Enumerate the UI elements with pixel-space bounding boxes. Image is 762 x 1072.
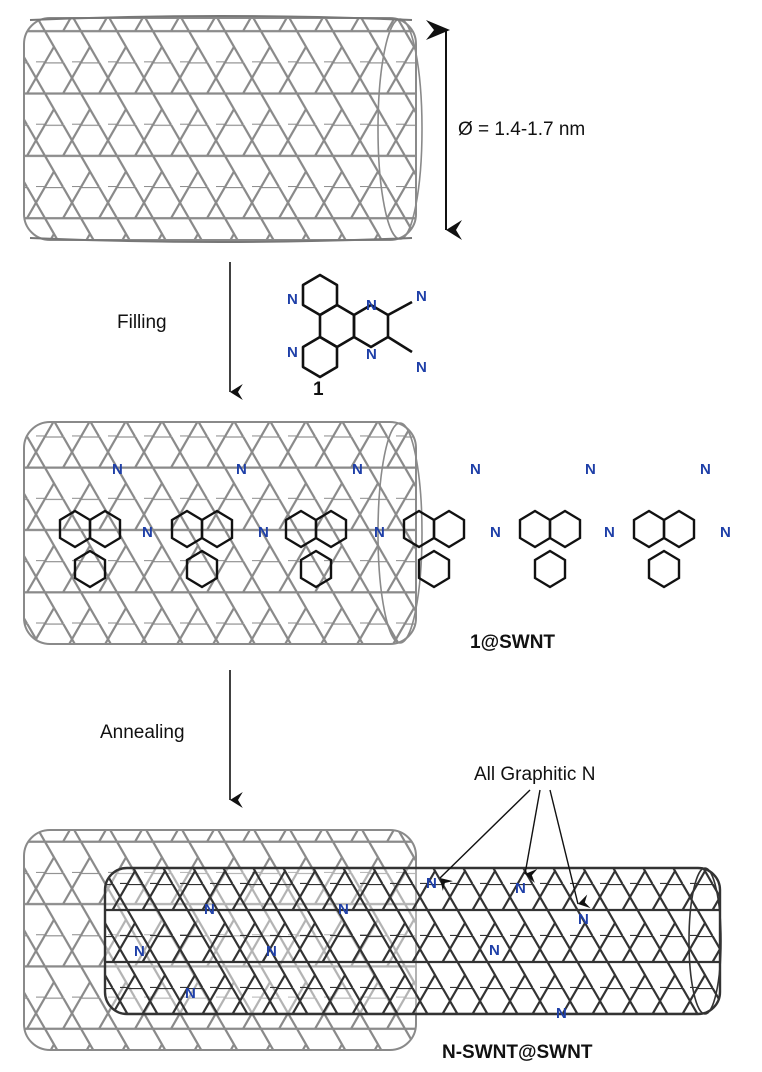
graphitic-pointers — [439, 789, 591, 909]
svg-text:N: N — [585, 461, 596, 478]
free-molecules — [402, 509, 696, 589]
svg-text:N: N — [374, 524, 385, 541]
svg-text:N: N — [185, 985, 196, 1002]
diameter-label: Ø = 1.4-1.7 nm — [458, 119, 585, 140]
svg-text:N: N — [258, 524, 269, 541]
svg-text:N: N — [236, 461, 247, 478]
molecule-1 — [301, 273, 413, 379]
svg-text:N: N — [426, 875, 437, 892]
graphitic-label: All Graphitic N — [474, 764, 595, 785]
svg-text:N: N — [338, 901, 349, 918]
graphitic-nitrogens: N N N N N N N N N N — [134, 875, 589, 1022]
compound-number: 1 — [313, 379, 324, 400]
annealing-label: Annealing — [100, 722, 185, 743]
svg-text:N: N — [287, 291, 298, 308]
svg-text:N: N — [366, 297, 377, 314]
svg-text:N: N — [366, 346, 377, 363]
svg-text:N: N — [266, 943, 277, 960]
intermediate-label: 1@SWNT — [470, 632, 555, 653]
svg-text:N: N — [204, 901, 215, 918]
middle-nitrogens: N N N N N N N N N N N N — [112, 461, 731, 541]
inner-n-swnt — [103, 866, 722, 1016]
product-label: N-SWNT@SWNT — [442, 1042, 593, 1063]
svg-text:N: N — [470, 461, 481, 478]
encapsulated-molecules — [58, 509, 348, 589]
molecule-1-nitrogens: N N N N N N — [287, 288, 427, 376]
svg-text:N: N — [604, 524, 615, 541]
svg-text:N: N — [352, 461, 363, 478]
svg-text:N: N — [416, 288, 427, 305]
svg-text:N: N — [142, 524, 153, 541]
svg-text:N: N — [112, 461, 123, 478]
svg-text:N: N — [515, 880, 526, 897]
filling-label: Filling — [117, 312, 167, 333]
swnt-filled — [23, 421, 423, 645]
svg-text:N: N — [489, 942, 500, 959]
svg-text:N: N — [720, 524, 731, 541]
svg-text:N: N — [416, 359, 427, 376]
svg-text:N: N — [556, 1005, 567, 1022]
svg-text:N: N — [578, 911, 589, 928]
svg-text:N: N — [700, 461, 711, 478]
svg-text:N: N — [287, 344, 298, 361]
swnt-empty — [23, 15, 423, 243]
svg-text:N: N — [134, 943, 145, 960]
svg-text:N: N — [490, 524, 501, 541]
